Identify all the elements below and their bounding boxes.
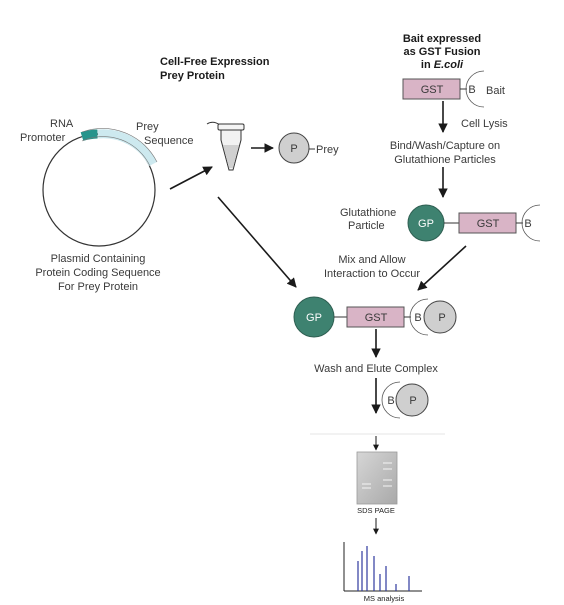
cell-free-heading-line2: Prey Protein — [160, 70, 225, 82]
gp-label-complex: GP — [306, 312, 322, 324]
bait-heading-organism: E.coli — [434, 59, 464, 71]
bait-protein-mid — [521, 204, 541, 242]
glutathione-label-line2: Particle — [348, 220, 385, 232]
prey-p-label-complex: P — [438, 312, 445, 324]
microcentrifuge-tube-icon — [206, 121, 245, 171]
cell-free-heading-line1: Cell-Free Expression — [160, 56, 270, 68]
ms-analysis-label: MS analysis — [364, 594, 405, 603]
gst-label-top: GST — [421, 84, 444, 96]
arrow-plasmid-to-tube — [169, 166, 213, 190]
sequence-label: Sequence — [144, 135, 194, 147]
promoter-label: Promoter — [20, 132, 66, 144]
bait-b-label-mid: B — [524, 218, 531, 230]
bind-label-line1: Bind/Wash/Capture on — [390, 140, 500, 152]
eluted-bait — [381, 381, 401, 419]
mix-label-line2: Interaction to Occur — [324, 268, 420, 280]
plasmid-caption-line2: Protein Coding Sequence — [35, 267, 160, 279]
wash-elute-label: Wash and Elute Complex — [314, 363, 438, 375]
prey-protein-label: Prey — [316, 144, 339, 156]
gp-label-mid: GP — [418, 218, 434, 230]
bait-in-complex — [409, 298, 429, 336]
bait-heading-line2: as GST Fusion — [403, 46, 480, 58]
ms-spectrum-icon — [343, 542, 422, 592]
bait-b-label-complex: B — [414, 312, 421, 324]
bait-protein-top — [465, 70, 485, 108]
eluted-b-label: B — [387, 395, 394, 407]
arrow-prey-to-complex — [217, 196, 297, 288]
eluted-prey — [395, 383, 429, 417]
bait-heading-line1: Bait expressed — [403, 33, 481, 45]
rna-promoter-segment — [80, 129, 98, 141]
plasmid-caption-line1: Plasmid Containing — [51, 253, 146, 265]
cell-lysis-label: Cell Lysis — [461, 118, 508, 130]
prey-label: Prey — [136, 121, 159, 133]
bind-label-line2: Glutathione Particles — [394, 154, 496, 166]
plasmid-caption-line3: For Prey Protein — [58, 281, 138, 293]
bait-label: Bait — [486, 85, 505, 97]
insert-outer-edge — [81, 128, 158, 163]
gst-label-mid: GST — [477, 218, 500, 230]
gst-label-complex: GST — [365, 312, 388, 324]
insert-inner-edge — [81, 136, 151, 167]
prey-protein — [278, 132, 310, 164]
eluted-p-label: P — [409, 395, 416, 407]
bait-heading-prefix: in — [421, 59, 434, 71]
prey-sequence-segment — [97, 129, 157, 167]
prey-in-complex — [423, 300, 457, 334]
glutathione-label-line1: Glutathione — [340, 207, 396, 219]
prey-protein-p-label: P — [290, 143, 297, 155]
arrow-bait-to-complex — [417, 245, 467, 291]
sds-page-gel-icon — [356, 451, 398, 505]
sds-page-label: SDS PAGE — [357, 506, 395, 515]
mix-label-line1: Mix and Allow — [338, 254, 405, 266]
bait-b-label-top: B — [468, 84, 475, 96]
rna-label: RNA — [50, 118, 74, 130]
plasmid — [42, 128, 158, 247]
bait-heading-line3: in E.coli — [421, 59, 464, 71]
